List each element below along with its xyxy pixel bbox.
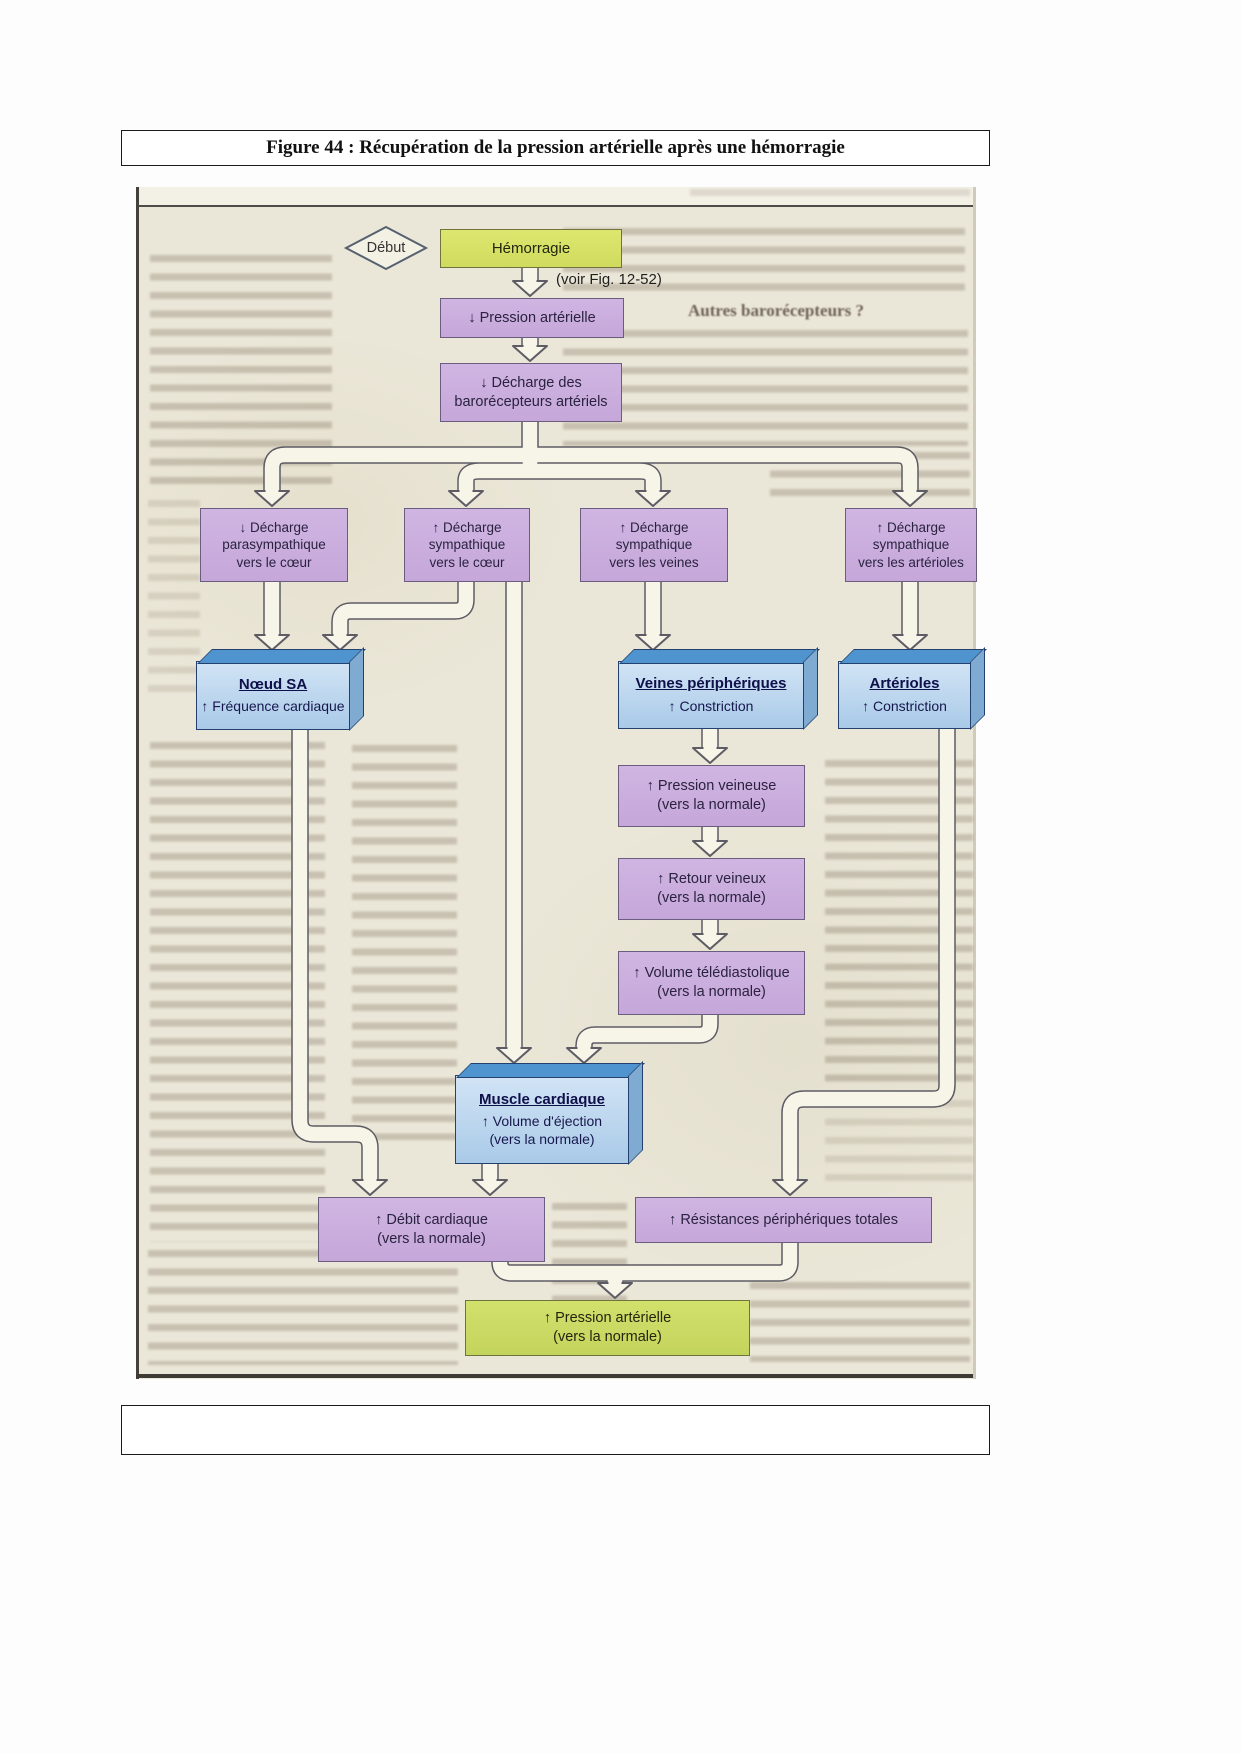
node-line: ↑ Pression artérielle [543,1310,672,1327]
node-line: sympathique [872,537,950,553]
node-line: vers le cœur [429,554,505,570]
start-label: Début [366,240,406,256]
node-line: ↑ Décharge [876,520,946,536]
node-line: ↓ Décharge [239,520,309,536]
node-hemorrhage: Hémorragie [440,229,622,268]
background-text-block [563,330,968,446]
background-text-block [750,1282,970,1362]
node-venous-pressure: ↑ Pression veineuse (vers la normale) [618,765,805,827]
node-title: Muscle cardiaque [479,1091,605,1108]
background-text-block [148,500,200,695]
background-text-block [352,745,457,1140]
node-total-peripheral-resistance: ↑ Résistances périphériques totales [635,1197,932,1243]
node-line: (vers la normale) [553,1329,662,1345]
node-title: Veines périphériques [635,675,787,693]
node-line: sympathique [428,537,506,553]
node-line: parasympathique [222,537,326,553]
scan-frame-left-edge [136,187,139,1379]
node-title: Nœud SA [238,675,308,693]
node-line: ↑ Constriction [862,697,947,714]
node-line: ↑ Pression veineuse [646,778,777,795]
node-line: (vers la normale) [657,984,766,1000]
node-line: ↑ Débit cardiaque [375,1211,488,1228]
node-line: ↓ Décharge des [480,374,582,391]
node-line: (vers la normale) [377,1230,486,1247]
background-heading-text: Autres barorécepteurs ? [688,301,864,320]
node-line: ↑ Décharge [432,520,502,536]
node-line: barorécepteurs artériels [454,393,608,410]
background-text-block [690,189,970,203]
node-parasympathetic-heart: ↓ Décharge parasympathique vers le cœur [200,508,348,582]
node-line: vers les artérioles [858,554,964,570]
node-line: vers le cœur [236,554,312,570]
scan-frame-right-edge [973,187,976,1379]
start-diamond-shape [343,225,429,271]
node-line: (vers la normale) [489,1131,595,1148]
figure-title: Figure 44 : Récupération de la pression … [266,137,845,158]
node-arterioles: Artérioles ↑ Constriction [838,661,971,729]
node-peripheral-veins: Veines périphériques ↑ Constriction [618,661,804,729]
node-arterial-pressure-drop: ↓ Pression artérielle [440,298,624,338]
node-line: ↑ Volume d'éjection [481,1113,603,1130]
node-line: ↑ Volume télédiastolique [633,965,790,982]
scan-frame-top-line [136,205,976,207]
background-text-block [563,228,965,300]
node-line: vers les veines [609,554,699,570]
node-line: sympathique [615,537,693,553]
background-text-block [148,1250,458,1365]
node-end-diastolic-volume: ↑ Volume télédiastolique (vers la normal… [618,951,805,1015]
node-line: Hémorragie [491,239,571,257]
scan-frame-bottom-line [136,1374,976,1378]
node-arterial-pressure-recovery: ↑ Pression artérielle (vers la normale) [465,1300,750,1356]
background-text-block [825,1100,973,1190]
node-sympathetic-arterioles: ↑ Décharge sympathique vers les artériol… [845,508,977,582]
scan-top-strip [136,187,976,205]
node-line: ↑ Fréquence cardiaque [201,698,345,715]
node-title: Artérioles [869,675,940,693]
node-sympathetic-veins: ↑ Décharge sympathique vers les veines [580,508,728,582]
node-cardiac-output: ↑ Débit cardiaque (vers la normale) [318,1197,545,1262]
node-line: ↑ Retour veineux [657,871,766,888]
node-line: (vers la normale) [657,797,766,813]
node-line: (vers la normale) [657,890,766,906]
node-line: ↑ Résistances périphériques totales [669,1211,898,1228]
node-sa-node: Nœud SA ↑ Fréquence cardiaque [196,661,350,730]
node-line: ↑ Décharge [619,520,689,536]
node-baroreceptor-discharge: ↓ Décharge des barorécepteurs artériels [440,363,622,422]
node-cardiac-muscle: Muscle cardiaque ↑ Volume d'éjection (ve… [455,1075,629,1164]
reference-note: (voir Fig. 12-52) [556,271,662,288]
node-line: ↑ Constriction [668,697,754,714]
node-venous-return: ↑ Retour veineux (vers la normale) [618,858,805,920]
node-sympathetic-heart: ↑ Décharge sympathique vers le cœur [404,508,530,582]
node-line: ↓ Pression artérielle [468,309,596,326]
caption-box [121,1405,990,1455]
figure-title-box: Figure 44 : Récupération de la pression … [121,130,990,166]
start-diamond: Début [346,238,426,258]
